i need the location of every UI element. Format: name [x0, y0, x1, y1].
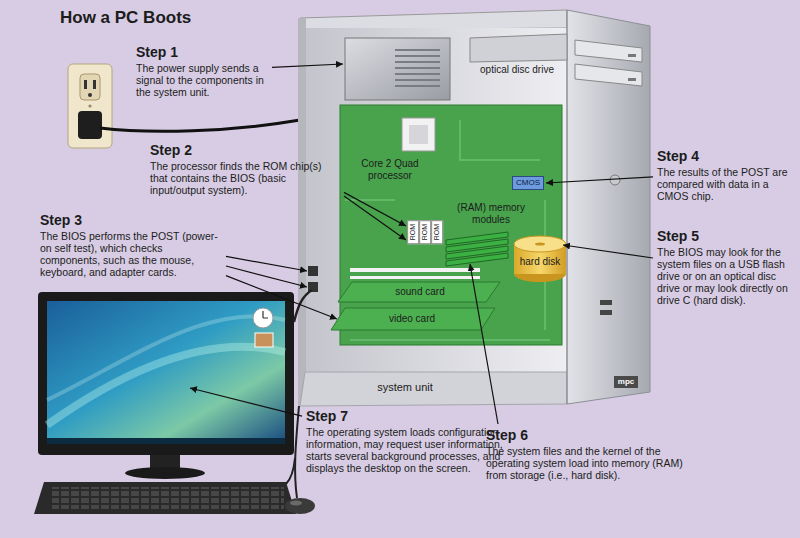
step-heading: Step 7	[306, 408, 348, 424]
step-text: The system files and the kernel of the o…	[486, 445, 691, 481]
motherboard-part	[345, 120, 550, 340]
system-unit-case-part	[575, 40, 642, 62]
title: How a PC Boots	[60, 8, 191, 28]
motherboard-part	[409, 125, 428, 144]
system-unit-case-part	[600, 300, 612, 305]
system-unit-case-part	[628, 54, 636, 57]
optical-drive	[470, 34, 567, 62]
rom-chip: ROM	[431, 220, 443, 244]
wall-outlet-part	[68, 64, 112, 148]
system-unit-case-part	[300, 372, 567, 406]
leader-line	[226, 266, 307, 287]
part-label: optical disc drive	[480, 64, 554, 76]
system-unit-case-part	[610, 175, 620, 185]
step-text: The BIOS performs the POST (power-on sel…	[40, 230, 222, 278]
step-heading: Step 4	[657, 148, 699, 164]
monitor-part	[47, 301, 285, 444]
step-text: The results of the POST are compared wit…	[657, 166, 793, 202]
leader-line	[470, 264, 498, 424]
power-supply	[345, 38, 450, 100]
leader-line	[546, 177, 653, 183]
leader-line	[272, 64, 343, 67]
mouse-part	[285, 498, 315, 514]
wall-outlet-part	[84, 80, 87, 89]
monitor-part	[47, 438, 285, 444]
wall-outlet-part	[78, 111, 102, 139]
step-heading: Step 5	[657, 228, 699, 244]
monitor-part	[253, 308, 273, 328]
system-unit-case-part	[600, 310, 612, 315]
cables-part	[286, 458, 295, 484]
leader-line	[344, 192, 406, 226]
keyboard-part	[34, 482, 296, 514]
cables-part	[295, 406, 299, 498]
step-heading: Step 2	[150, 142, 192, 158]
part-label: sound card	[395, 286, 444, 298]
monitor	[38, 292, 294, 479]
rom-chip: ROM	[419, 220, 431, 244]
mouse-part	[290, 501, 302, 506]
system-unit-case-part	[567, 10, 650, 404]
leader-line	[563, 245, 653, 258]
memory-modules-part	[446, 253, 508, 266]
wall-outlet-part	[88, 104, 91, 107]
wall-outlet-part	[80, 74, 100, 100]
power-supply-part	[345, 38, 450, 100]
leader-line	[344, 196, 406, 240]
monitor-part	[47, 347, 285, 425]
step-text: The operating system loads configuration…	[306, 426, 506, 474]
step-text: The processor finds the ROM chip(s) that…	[150, 160, 340, 196]
ports	[308, 266, 318, 292]
part-label: Core 2 Quad processor	[350, 158, 430, 181]
chip-label: CMOS	[516, 178, 540, 187]
keyboard-part	[52, 487, 284, 509]
brand-badge: mpc	[614, 376, 638, 387]
monitor-part	[47, 316, 285, 400]
motherboard-part	[350, 276, 480, 279]
monitor-part	[263, 311, 268, 318]
motherboard-part	[350, 268, 480, 272]
wall-outlet-part	[88, 93, 92, 97]
monitor-part	[125, 467, 205, 479]
wall-outlet-part	[93, 80, 96, 89]
monitor-part	[38, 292, 294, 455]
ports-part	[308, 266, 318, 276]
mouse	[285, 498, 315, 514]
part-label: system unit	[377, 381, 433, 394]
step-heading: Step 3	[40, 212, 82, 228]
monitor-part	[150, 455, 180, 469]
system-unit-case-part	[567, 10, 568, 404]
leader-line	[190, 388, 302, 416]
step-text: The power supply sends a signal to the c…	[136, 62, 268, 98]
part-label: video card	[389, 313, 435, 325]
step-text: The BIOS may look for the system files o…	[657, 246, 793, 306]
power-supply-part	[395, 50, 440, 86]
system-unit-case	[298, 10, 650, 406]
system-unit-case-part	[628, 78, 636, 81]
system-unit-case-part	[300, 10, 567, 30]
system-unit-case-part	[305, 28, 567, 372]
system-unit-case-part	[575, 64, 642, 86]
hard-disk-part	[514, 236, 566, 252]
system-unit-case-part	[298, 18, 306, 406]
motherboard-part	[402, 118, 435, 151]
chip-box: CMOS	[512, 176, 544, 189]
monitor-part	[255, 333, 273, 347]
leader-line	[226, 276, 337, 319]
step-heading: Step 1	[136, 44, 178, 60]
hard-disk	[514, 236, 566, 282]
expansion-cards-part	[331, 308, 495, 330]
wall-outlet-part	[100, 120, 300, 131]
rom-chip: ROM	[407, 220, 419, 244]
keyboard	[34, 482, 296, 514]
memory-modules	[446, 232, 508, 266]
part-label: hard disk	[520, 256, 561, 268]
part-label: (RAM) memory modules	[444, 202, 538, 225]
hard-disk-part	[535, 242, 545, 245]
